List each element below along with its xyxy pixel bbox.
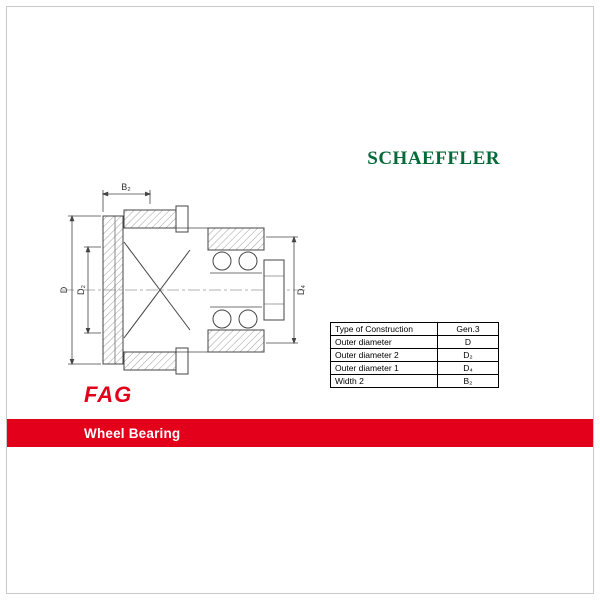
bearing-technical-drawing: B₂ D D₂ D₄ (59, 182, 306, 375)
fag-logo: FAG (84, 382, 133, 407)
spec-value-cell: D₂ (437, 348, 499, 362)
outer-ring-bottom (207, 329, 265, 353)
spec-label-cell: Outer diameter 1 (330, 361, 438, 375)
inboard-end (263, 259, 285, 321)
spec-label-cell: Outer diameter 2 (330, 348, 438, 362)
ball-top-inboard (238, 251, 258, 271)
spec-row: Outer diameter 1 D₄ (330, 361, 499, 375)
ball-top-outboard (212, 251, 232, 271)
ball-bottom-outboard (212, 309, 232, 329)
dimension-lines (68, 190, 298, 366)
spec-label-cell: Width 2 (330, 374, 438, 388)
wheel-flange (102, 215, 124, 365)
spec-label-cell: Type of Construction (330, 322, 438, 336)
spec-value-cell: B₂ (437, 374, 499, 388)
spec-value-cell: D (437, 335, 499, 349)
outer-ring-top (207, 227, 265, 251)
dim-label-d2: D₂ (76, 285, 86, 295)
dim-label-d4: D₄ (296, 285, 306, 295)
spec-row: Width 2 B₂ (330, 374, 499, 388)
schaeffler-logo: SCHAEFFLER (367, 148, 500, 169)
spec-value-cell: D₄ (437, 361, 499, 375)
dim-label-d: D (59, 286, 69, 293)
dim-label-b2: B₂ (121, 182, 131, 192)
hub-cone (123, 227, 208, 353)
product-title: Wheel Bearing (84, 425, 181, 441)
spec-row: Type of Construction Gen.3 (330, 322, 499, 336)
product-title-banner: Wheel Bearing (7, 419, 593, 447)
spec-table: Type of Construction Gen.3 Outer diamete… (330, 322, 499, 388)
spec-row: Outer diameter D (330, 335, 499, 349)
ball-bottom-inboard (238, 309, 258, 329)
spec-label-cell: Outer diameter (330, 335, 438, 349)
spec-value-cell: Gen.3 (437, 322, 499, 336)
spec-row: Outer diameter 2 D₂ (330, 348, 499, 362)
